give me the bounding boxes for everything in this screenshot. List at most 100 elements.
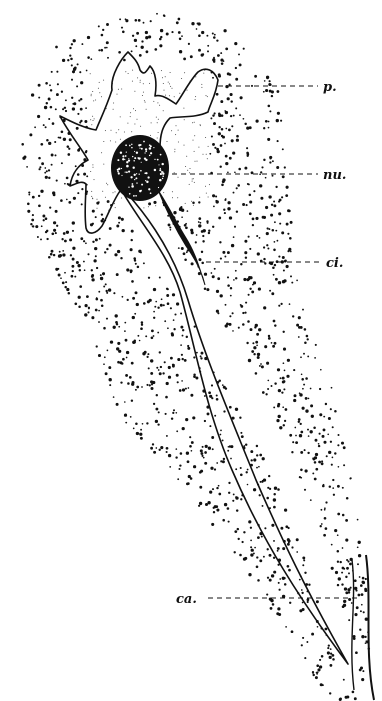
- stipple-dot: [293, 369, 295, 371]
- stipple-dot: [225, 48, 228, 51]
- stipple-dot: [288, 542, 290, 544]
- stipple-dot: [269, 156, 272, 159]
- stipple-dot: [150, 20, 152, 22]
- stipple-dot: [301, 378, 304, 381]
- chromatin-grain: [129, 145, 131, 147]
- stipple-dot: [191, 441, 194, 444]
- stipple-dot: [233, 236, 235, 238]
- stipple-dot: [269, 579, 272, 582]
- stipple-dot: [268, 475, 270, 477]
- stipple-dot: [216, 487, 218, 489]
- stipple-dot: [171, 332, 174, 335]
- stipple-dot: [177, 381, 179, 383]
- stipple-dot: [310, 499, 312, 501]
- stipple-dot: [150, 380, 153, 383]
- stipple-dot: [31, 219, 34, 222]
- stipple-dot: [282, 377, 285, 380]
- stipple-dot: [251, 290, 254, 293]
- stipple-dot: [59, 251, 61, 253]
- stipple-dot: [224, 110, 226, 112]
- stipple-dot: [216, 93, 219, 96]
- stipple-dot: [282, 577, 285, 580]
- stipple-dot: [135, 291, 138, 294]
- stipple-dot: [288, 569, 291, 572]
- stipple-dot: [290, 221, 293, 224]
- stipple-dot: [227, 276, 229, 278]
- stipple-dot: [55, 232, 57, 234]
- stipple-dot: [255, 324, 258, 327]
- stipple-dot: [307, 429, 309, 431]
- stipple-dot: [130, 416, 132, 418]
- stipple-dot: [354, 697, 357, 700]
- stipple-dot: [305, 397, 308, 400]
- stipple-dot: [274, 382, 276, 384]
- stipple-dot: [37, 115, 40, 118]
- stipple-dot: [246, 204, 248, 206]
- stipple-dot: [170, 307, 172, 309]
- stipple-dot: [215, 195, 217, 197]
- stipple-dot: [253, 458, 256, 461]
- stipple-dot: [64, 272, 66, 274]
- stipple-dot: [166, 294, 169, 297]
- stipple-dot: [110, 340, 113, 343]
- stipple-dot: [228, 129, 231, 132]
- stipple-dot: [229, 406, 232, 409]
- stipple-dot: [212, 77, 214, 79]
- stipple-dot: [263, 91, 265, 93]
- stipple-dot: [180, 326, 183, 329]
- stipple-dot: [238, 53, 240, 55]
- stipple-dot: [98, 49, 100, 51]
- stipple-dot: [66, 288, 69, 291]
- stipple-dot: [183, 58, 186, 61]
- stipple-dot: [227, 507, 230, 510]
- stipple-dot: [153, 201, 156, 204]
- canal-wall: [366, 555, 374, 700]
- stipple-dot: [281, 391, 283, 393]
- stipple-dot: [168, 454, 171, 457]
- stipple-dot: [270, 607, 273, 610]
- stipple-dot: [204, 451, 207, 454]
- stipple-dot: [204, 273, 207, 276]
- chromatin-grain: [122, 158, 124, 160]
- stipple-dot: [218, 216, 221, 219]
- stipple-dot: [212, 32, 214, 34]
- stipple-dot: [331, 567, 334, 570]
- stipple-dot: [246, 152, 249, 155]
- stipple-dot: [259, 237, 261, 239]
- stipple-dot: [67, 145, 70, 148]
- stipple-dot: [315, 439, 318, 442]
- cell-stipple-dot: [91, 94, 92, 95]
- stipple-dot: [158, 369, 160, 371]
- stipple-dot: [267, 248, 269, 250]
- stipple-dot: [343, 446, 346, 449]
- cell-stipple-dot: [184, 119, 185, 120]
- stipple-dot: [139, 340, 141, 342]
- stipple-dot: [77, 149, 80, 152]
- stipple-dot: [304, 449, 306, 451]
- stipple-dot: [105, 283, 107, 285]
- stipple-dot: [216, 39, 218, 41]
- stipple-dot: [83, 240, 85, 242]
- chromatin-grain: [128, 171, 130, 173]
- cell-stipple-dot: [183, 108, 184, 109]
- stipple-dot: [53, 221, 56, 224]
- cell-stipple-dot: [189, 184, 190, 185]
- chromatin-grain: [133, 195, 135, 197]
- stipple-dot: [70, 58, 73, 61]
- stipple-dot: [249, 194, 252, 197]
- stipple-dot: [308, 435, 310, 437]
- stipple-dot: [236, 135, 239, 138]
- stipple-dot: [61, 162, 63, 164]
- stipple-dot: [222, 439, 224, 441]
- stipple-dot: [239, 63, 242, 66]
- stipple-dot: [220, 144, 223, 147]
- cell-stipple-dot: [146, 109, 147, 110]
- stipple-dot: [200, 222, 202, 224]
- stipple-dot: [161, 298, 163, 300]
- cell-stipple-dot: [209, 184, 210, 185]
- stipple-dot: [175, 412, 177, 414]
- stipple-dot: [269, 488, 271, 490]
- stipple-dot: [230, 295, 232, 297]
- stipple-dot: [72, 258, 75, 261]
- stipple-dot: [181, 216, 183, 218]
